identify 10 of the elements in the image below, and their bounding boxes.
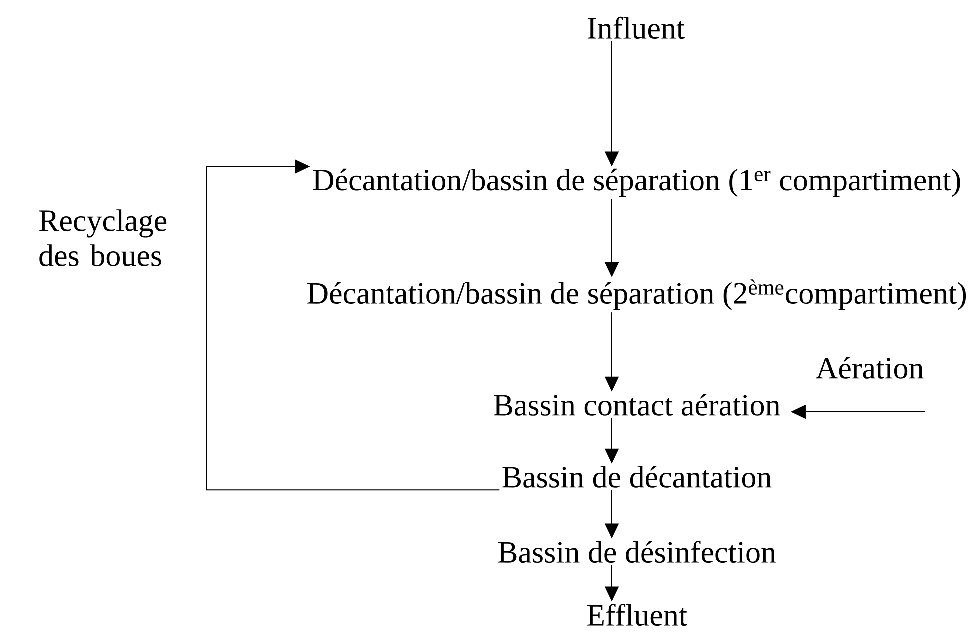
process-label: Influent — [588, 16, 685, 40]
return-arrow — [206, 160, 500, 491]
process-label: Décantation/bassin de séparation (1$^{er}$ compartiment) — [313, 168, 960, 198]
process-label: Bassin contact aération — [494, 394, 780, 416]
label: Aération — [816, 357, 924, 379]
edge-label: Recyclage des boues — [39, 210, 167, 266]
process-label: Décantation/bassin de séparation (2$^{ème}$compartiment) — [308, 280, 966, 310]
process-label: Bassin de désinfection — [498, 540, 776, 564]
process-label: Bassin de décantation — [502, 466, 772, 488]
process-label: Effluent — [587, 604, 688, 626]
